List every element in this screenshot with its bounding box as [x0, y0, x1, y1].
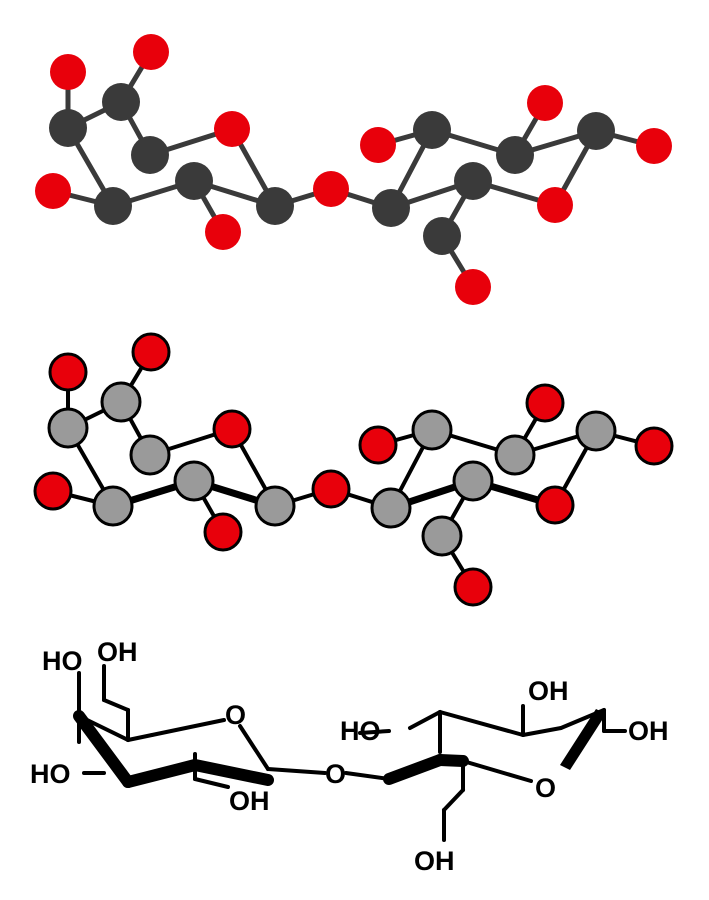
oxygen-atom	[50, 54, 86, 90]
glycosidic-oxygen-label: O	[325, 759, 346, 789]
carbon-atom	[102, 83, 140, 121]
ball-and-stick-model	[35, 34, 672, 305]
carbon-atom	[92, 485, 134, 527]
carbon-atom	[94, 187, 132, 225]
carbon-atom	[49, 109, 87, 147]
oxygen-atom	[214, 111, 250, 147]
ho-label: HO	[30, 759, 71, 789]
oxygen-atom	[527, 85, 563, 121]
carbon-atom	[575, 410, 617, 452]
carbon-atom	[47, 407, 89, 449]
ring-oxygen-label: O	[225, 700, 246, 730]
carbon-atom	[421, 515, 463, 557]
bond	[461, 759, 533, 783]
oxygen-atom	[33, 471, 73, 511]
carbon-atom	[411, 409, 453, 451]
bond	[358, 729, 391, 735]
front-bond	[189, 759, 274, 786]
front-bond	[434, 754, 469, 767]
oxygen-atom	[203, 512, 243, 552]
bond	[438, 710, 525, 737]
carbon-atom	[131, 136, 169, 174]
oxygen-atom	[133, 34, 169, 70]
carbon-atom	[100, 381, 142, 423]
bond	[344, 771, 391, 781]
bond	[408, 710, 442, 730]
carbon-atom	[496, 136, 534, 174]
outlined-ball-and-stick-model	[33, 332, 674, 607]
oxygen-atom	[313, 171, 349, 207]
carbon-atom	[173, 460, 215, 502]
oxygen-atom	[358, 425, 398, 465]
bond	[150, 718, 226, 737]
carbon-atom	[254, 485, 296, 527]
oxygen-atom	[205, 214, 241, 250]
carbon-atom	[256, 187, 294, 225]
bond	[266, 767, 327, 775]
oxygen-atom	[535, 485, 575, 525]
ring-oxygen-label: O	[535, 773, 556, 803]
oxygen-atom	[634, 426, 674, 466]
carbon-atom	[372, 189, 410, 227]
bond	[193, 777, 230, 789]
carbon-atom	[452, 460, 494, 502]
carbon-atom	[454, 162, 492, 200]
oxygen-atom	[360, 127, 396, 163]
bond	[442, 788, 465, 812]
bond	[126, 733, 154, 742]
oxygen-atom	[455, 269, 491, 305]
bond	[521, 726, 563, 737]
oh-label: OH	[628, 716, 669, 746]
carbon-atom	[494, 434, 536, 476]
carbon-atom	[413, 111, 451, 149]
carbon-atom	[175, 162, 213, 200]
oh-label: OH	[97, 637, 138, 667]
oh-label: OH	[528, 676, 569, 706]
bond	[102, 698, 130, 712]
carbon-atom	[577, 112, 615, 150]
front-bond	[73, 710, 134, 788]
oxygen-atom	[636, 128, 672, 164]
carbon-atom	[129, 434, 171, 476]
oxygen-atom	[453, 567, 493, 607]
ho-label: HO	[42, 646, 83, 676]
oh-label: OH	[414, 846, 455, 876]
oxygen-atom	[537, 187, 573, 223]
oxygen-atom	[131, 332, 171, 372]
front-bond	[383, 754, 446, 785]
oxygen-atom	[525, 383, 565, 423]
oxygen-atom	[212, 409, 252, 449]
wedge-bond	[560, 709, 606, 770]
front-bond	[122, 759, 201, 788]
oxygen-atom	[35, 173, 71, 209]
haworth-projection: HO OH O HO OH O HO OH OH O OH	[30, 637, 669, 876]
carbon-atom	[370, 487, 412, 529]
oxygen-atom	[48, 352, 88, 392]
oh-label: OH	[229, 786, 270, 816]
bond	[238, 724, 270, 771]
carbon-atom	[423, 217, 461, 255]
ho-label: HO	[340, 716, 381, 746]
oxygen-atom	[311, 469, 351, 509]
